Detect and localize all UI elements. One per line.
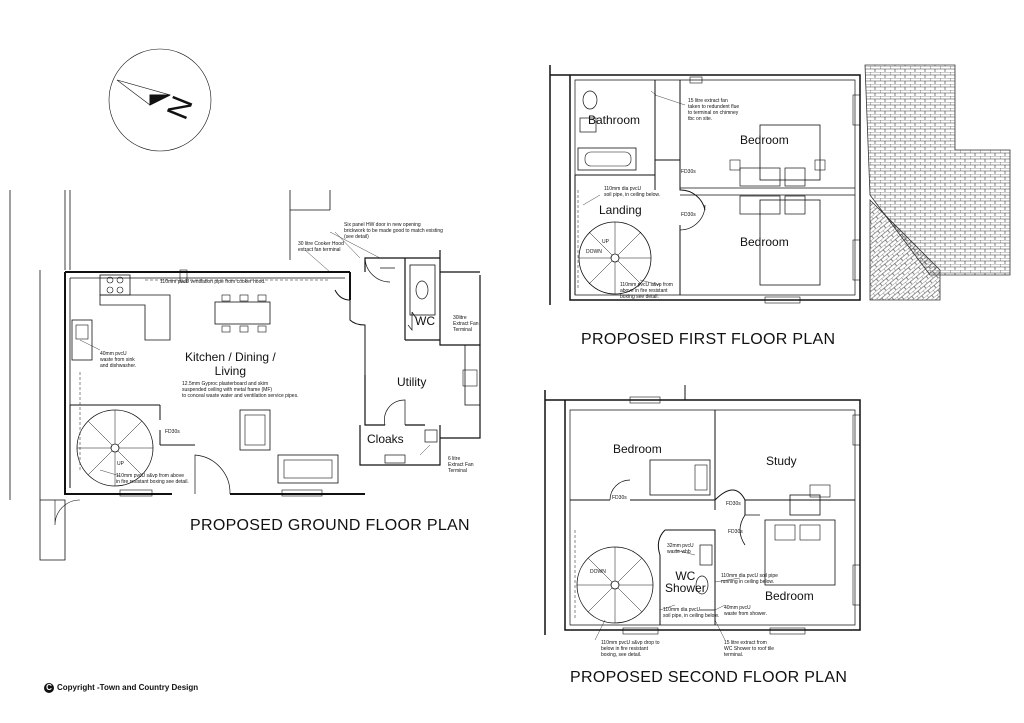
stair-up-label: UP xyxy=(117,461,124,467)
gyproc-ceiling-note: 12.5mm Gyproc plasterboard and skim susp… xyxy=(182,381,299,399)
first-soil-pipe-note: 110mm dia pvcU soil pipe, in ceiling bel… xyxy=(604,186,661,198)
cloaks-fan-note: 6 litre Extract Fan Terminal xyxy=(448,456,474,474)
second-bedroom-top-label: Bedroom xyxy=(613,442,662,456)
second-extract-note: 15 litre extract from WC Shower to roof … xyxy=(724,640,775,658)
ground-floor-plan xyxy=(9,190,481,561)
second-floor-plan xyxy=(544,385,861,641)
first-fire-door-2: FD30s xyxy=(681,212,696,218)
soil-left-note: 110mm dia pvcU soil pipe, in ceiling bel… xyxy=(663,607,720,619)
first-fire-door-1: FD30s xyxy=(681,169,696,175)
landing-label: Landing xyxy=(599,203,642,217)
first-bedroom-bottom-label: Bedroom xyxy=(740,235,789,249)
sink-waste-note: 40mm pvcU waste from sink and dishwasher… xyxy=(100,351,137,369)
first-bedroom-top-label: Bedroom xyxy=(740,133,789,147)
second-fire-door-1: FD30s xyxy=(612,495,627,501)
cooker-hood-note: 30 litre Cooker Hood extract fan termina… xyxy=(298,241,344,253)
study-label: Study xyxy=(766,454,797,468)
second-fire-door-2: FD30s xyxy=(726,501,741,507)
kitchen-dining-living-label: Kitchen / Dining / Living xyxy=(185,350,276,378)
first-floor-plan xyxy=(549,64,1011,305)
second-fire-door-3: FD30s xyxy=(728,529,743,535)
svp-boxing-note: 110mm pvcU s&vp from above in fire resis… xyxy=(116,473,189,485)
second-bedroom-bottom-label: Bedroom xyxy=(765,589,814,603)
shower-waste-note: 40mm pvcU waste from shower. xyxy=(724,605,768,617)
vent-pipe-note: 110mm pvcU ventilation pipe from cooker … xyxy=(160,279,266,285)
bathroom-label: Bathroom xyxy=(588,113,641,127)
first-svp-note: 110mm pvcU s&vp from above in fire resis… xyxy=(620,282,673,300)
soil-right-note: 110mm dia pvcU soil pipe running in ceil… xyxy=(721,573,778,585)
second-floor-title: PROPOSED SECOND FLOOR PLAN xyxy=(570,669,848,686)
first-stair-down-label: DOWN xyxy=(586,249,602,255)
first-extract-fan-note: 15 litre extract fan taken to redundent … xyxy=(688,98,740,122)
wc-shower-label: WC Shower xyxy=(665,569,706,595)
wc-fan-note: 30litre Extract Fan Terminal xyxy=(453,315,479,333)
cloaks-label: Cloaks xyxy=(367,432,404,446)
copyright-line: C Copyright -Town and Country Design xyxy=(44,683,198,693)
first-stair-up-label: UP xyxy=(602,239,609,245)
ground-floor-title: PROPOSED GROUND FLOOR PLAN xyxy=(190,517,470,534)
svp-drop-note: 110mm pvcU s&vp drop to below in fire re… xyxy=(601,640,660,658)
second-stair-down-label: DOWN xyxy=(590,569,606,575)
whb-waste-note: 32mm pvcU waste whb xyxy=(667,543,694,555)
north-arrow-icon xyxy=(108,48,212,152)
hw-door-note: Six panel HW door in new opening brickwo… xyxy=(344,222,443,240)
copyright-text: Copyright -Town and Country Design xyxy=(57,683,199,692)
wc-label: WC xyxy=(415,314,435,328)
utility-label: Utility xyxy=(397,375,427,389)
fire-door-label: FD30s xyxy=(165,429,180,435)
first-floor-title: PROPOSED FIRST FLOOR PLAN xyxy=(581,331,836,348)
copyright-icon: C xyxy=(44,683,54,693)
